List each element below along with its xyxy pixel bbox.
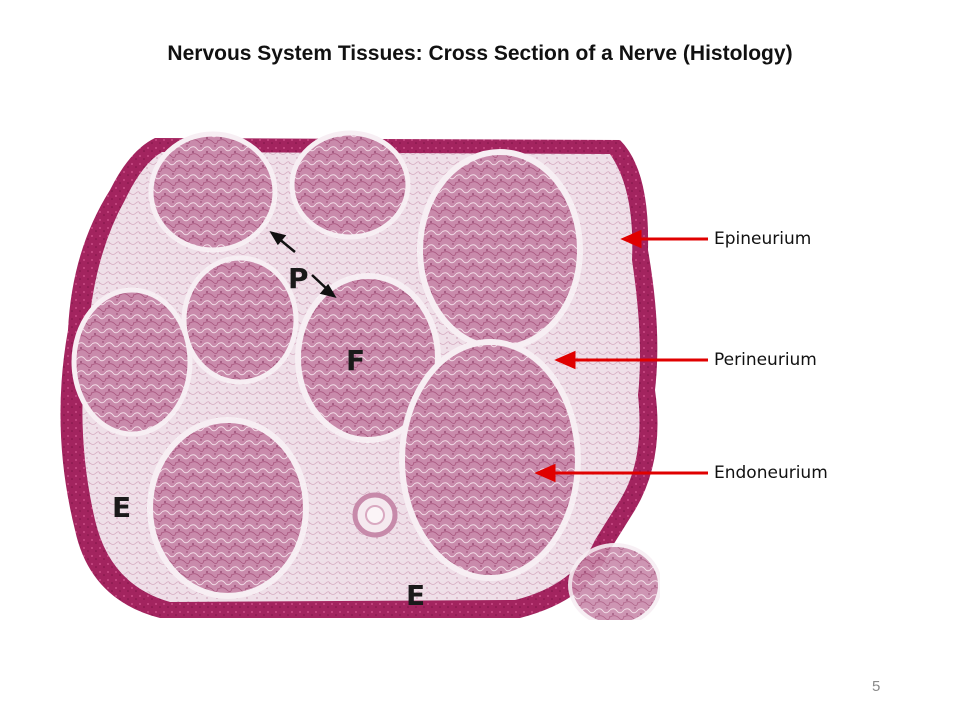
- image-letter-f: F: [346, 344, 365, 377]
- label-perineurium: Perineurium: [714, 350, 817, 370]
- fascicle-far-left: [71, 287, 193, 437]
- image-letter-e-bottom: E: [406, 579, 425, 612]
- fascicle-partial-bottom-right: [568, 543, 660, 620]
- image-letter-e-left: E: [112, 491, 131, 524]
- fascicle-bottom-right: [399, 339, 581, 581]
- fascicle-top-left: [148, 131, 278, 253]
- perineurium-pointer-arrows: [269, 231, 337, 298]
- slide-number: 5: [872, 678, 881, 695]
- label-endoneurium: Endoneurium: [714, 463, 828, 483]
- image-letter-p: P: [288, 262, 309, 295]
- fascicle-bottom-left: [147, 417, 309, 599]
- slide-title: Nervous System Tissues: Cross Section of…: [167, 42, 793, 65]
- label-epineurium: Epineurium: [714, 229, 812, 249]
- nerve-cross-section-image: P F E E: [60, 130, 660, 620]
- fascicle-middle-left: [181, 255, 299, 385]
- fascicle-top-center: [289, 130, 411, 240]
- fascicle-top-right: [417, 149, 583, 351]
- fascicle-center-f: [295, 273, 441, 443]
